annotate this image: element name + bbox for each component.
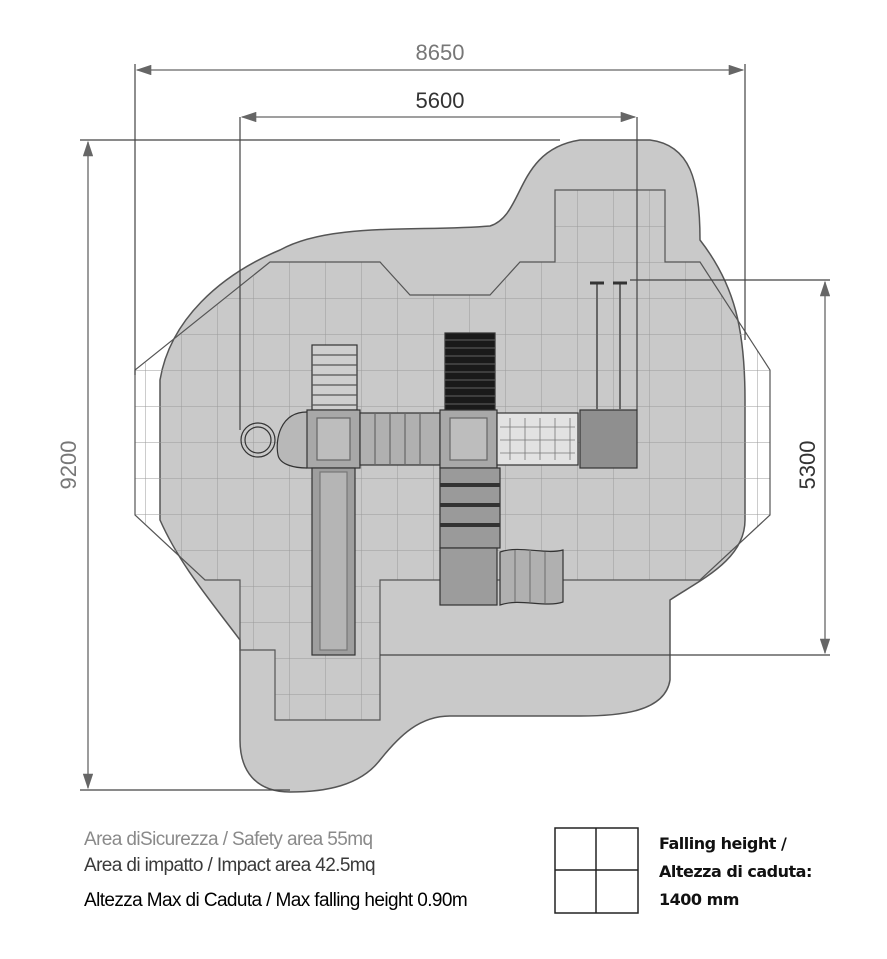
legend-max-fall-height: Altezza Max di Caduta / Max falling heig… bbox=[84, 890, 467, 911]
platform bbox=[579, 409, 638, 469]
tile-label-line-3: 1400 mm bbox=[659, 890, 739, 909]
ring-element bbox=[240, 411, 308, 469]
tile-label-line-2: Altezza di caduta: bbox=[659, 862, 812, 881]
poles bbox=[596, 283, 621, 410]
tile-label-line-1: Falling height / bbox=[659, 834, 787, 853]
dimension-8650: 8650 bbox=[416, 40, 465, 65]
tube bbox=[444, 332, 496, 411]
net-bridge bbox=[496, 412, 579, 466]
dimension-5600: 5600 bbox=[416, 88, 465, 113]
dimension-9200: 9200 bbox=[56, 441, 81, 490]
lower-platform bbox=[439, 547, 498, 606]
dimension-5300: 5300 bbox=[795, 441, 820, 490]
legend-impact-area: Area di impatto / Impact area 42.5mq bbox=[84, 855, 375, 876]
steps bbox=[439, 467, 501, 549]
structure-outline bbox=[80, 64, 830, 791]
slide bbox=[311, 467, 356, 656]
ladder bbox=[311, 344, 358, 411]
bridge bbox=[359, 412, 441, 466]
crawl-element bbox=[499, 548, 564, 606]
legend-safety-area: Area diSicurezza / Safety area 55mq bbox=[84, 829, 372, 850]
tile-legend-icon bbox=[554, 827, 639, 914]
